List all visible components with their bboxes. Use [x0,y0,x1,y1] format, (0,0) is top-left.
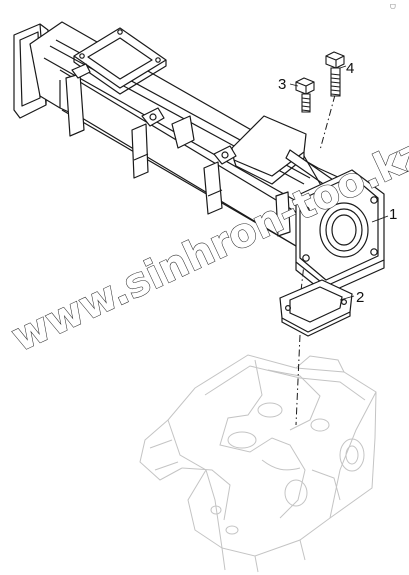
cylinder-head-ghost [139,354,377,573]
assembly-centerline [295,94,336,426]
gasket [279,279,353,337]
callout-2: 2 [356,289,364,306]
callout-4: 4 [346,60,354,77]
exhaust-manifold [13,21,385,295]
corner-mark: ᗜ [390,3,396,11]
callout-3: 3 [278,76,286,93]
callout-1: 1 [389,206,397,223]
bolt-4 [325,51,345,97]
leader-lines [289,65,389,301]
bolt-3 [295,77,315,113]
